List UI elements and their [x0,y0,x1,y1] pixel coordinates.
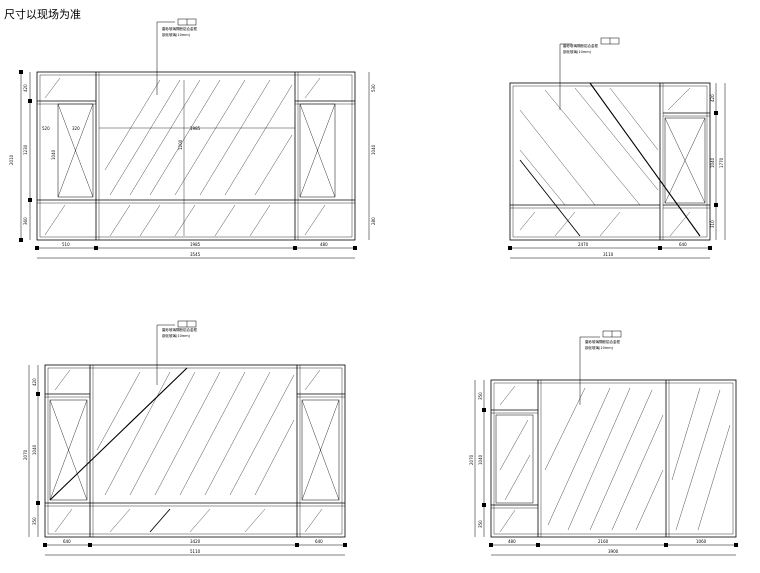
dim-top-right-b0: 2470 [578,242,589,247]
dim-bottom-right-l1: 1040 [478,454,483,465]
dim-bottom-left-b1: 3420 [190,539,201,544]
dim-top-right-b1: 640 [679,242,687,247]
dim-top-left-ltotal: 2010 [9,154,14,165]
elevation-top-left [20,18,370,259]
dim-top-left-r2: 280 [371,217,376,225]
dim-bottom-left-l1: 1040 [32,444,37,455]
dim-top-left-i0: 520 [42,126,50,131]
callout-top-right-line2: 钢化玻璃(10mm) [563,49,592,54]
callout-top-right-line1: 磨砂玻璃隔断铝合金框 [563,43,598,48]
dim-bottom-right-b1: 2160 [598,539,609,544]
dim-bottom-left-total: 5110 [190,549,201,554]
callout-bottom-right-line1: 磨砂玻璃隔断铝合金框 [585,339,620,344]
dim-ticks-bottom-left [36,392,347,547]
dim-ticks-top-left [19,70,357,250]
callout-bottom-left-line1: 磨砂玻璃隔断铝合金框 [162,327,197,332]
dim-top-left-total: 3545 [190,252,201,257]
dim-bottom-right-b0: 480 [508,539,516,544]
dim-top-right-r0: 420 [710,94,715,102]
dim-bottom-left-b0: 640 [63,539,71,544]
dim-top-left-b1: 1985 [190,242,201,247]
dim-top-right-rtotal: 1770 [719,157,724,168]
elevation-top-right [509,37,726,259]
page-title: 尺寸以现场为准 [4,8,81,21]
dim-top-left-i1: 1040 [51,149,56,160]
dim-ticks-bottom-right [482,408,738,547]
frame-outer [44,364,346,538]
dim-bottom-left-b2: 640 [315,539,323,544]
dim-top-right-r2: 310 [710,220,715,228]
dim-bottom-right-total: 3900 [608,549,619,554]
dim-top-right-r1: 1040 [710,157,715,168]
dim-ticks-top-right [508,111,718,250]
dim-bottom-right-l2: 350 [478,520,483,528]
callout-bottom-left-line2: 钢化玻璃(10mm) [162,333,191,338]
dim-top-left-i3: 1985 [190,126,201,131]
dim-bottom-left-l2: 350 [32,517,37,525]
callout-top-left-line2: 钢化玻璃(10mm) [162,32,191,37]
dim-top-left-l2: 360 [23,217,28,225]
dim-top-left-r1: 1040 [371,144,376,155]
elevation-bottom-right [474,330,737,556]
dim-top-left-r0: 530 [371,84,376,92]
dim-top-left-i4: 1200 [178,139,183,150]
dim-top-left-l1: 1230 [23,144,28,155]
dim-bottom-right-l0: 350 [478,392,483,400]
elevation-bottom-left [28,320,346,556]
frame-outer [509,82,711,241]
frame-outer [490,379,737,538]
callout-bottom-right-line2: 钢化玻璃(10mm) [585,345,614,350]
frame-outer [36,71,356,241]
dim-bottom-left-ltotal: 2070 [23,449,28,460]
dim-top-right-total: 3110 [603,252,614,257]
callout-top-left-line1: 磨砂玻璃隔断铝合金框 [162,26,197,31]
dim-bottom-right-ltotal: 2070 [469,454,474,465]
dim-top-left-l0: 420 [23,84,28,92]
dim-top-left-i2: 320 [72,126,80,131]
dim-bottom-left-l0: 420 [32,378,37,386]
dim-top-left-b0: 510 [62,242,70,247]
dim-top-left-b2: 480 [320,242,328,247]
dim-bottom-right-b2: 1060 [696,539,707,544]
